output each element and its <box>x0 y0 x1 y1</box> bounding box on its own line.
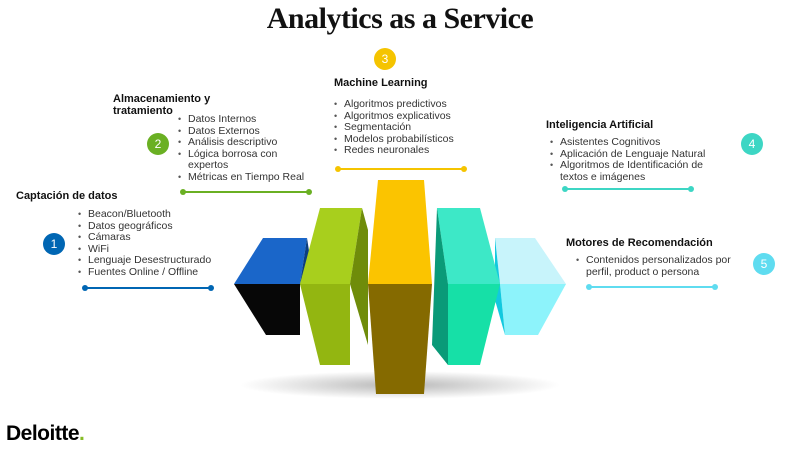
list-item: Aplicación de Lenguaje Natural <box>550 148 731 161</box>
block-2 <box>300 208 368 365</box>
list-item: Lenguaje Desestructurado <box>78 254 246 267</box>
list-item: Beacon/Bluetooth <box>78 208 246 221</box>
list-item: Análisis descriptivo <box>178 136 323 149</box>
list-item: WiFi <box>78 243 246 256</box>
section-bullets: Contenidos personalizados por perfil, pr… <box>576 254 746 278</box>
list-item: Datos Internos <box>178 113 323 126</box>
step-number-4: 4 <box>741 133 763 155</box>
block-5 <box>495 238 566 335</box>
section-underline <box>586 284 718 290</box>
list-item: Redes neuronales <box>334 144 484 157</box>
step-number-1: 1 <box>43 233 65 255</box>
section-title-line: tratamiento <box>113 105 173 117</box>
block-4 <box>432 208 500 365</box>
step-number-3: 3 <box>374 48 396 70</box>
list-item: Métricas en Tiempo Real <box>178 171 323 184</box>
list-item: Datos geográficos <box>78 220 246 233</box>
block-3 <box>368 180 432 394</box>
list-item: Algoritmos predictivos <box>334 98 484 111</box>
list-item: Modelos probabilísticos <box>334 133 484 146</box>
section-bullets: Algoritmos predictivos Algoritmos explic… <box>334 98 484 157</box>
list-item: Asistentes Cognitivos <box>550 136 731 149</box>
section-captacion: Captación de datos Beacon/Bluetooth Dato… <box>16 190 246 278</box>
section-title: Inteligencia Artificial <box>546 119 654 131</box>
section-underline <box>82 285 214 291</box>
step-number-2: 2 <box>147 133 169 155</box>
section-almacenamiento: Almacenamiento y tratamiento <box>113 93 323 117</box>
section-machine-learning: Machine Learning Algoritmos predictivos … <box>334 77 484 157</box>
list-item: Lógica borrosa con expertos <box>178 148 298 172</box>
section-bullets: Datos Internos Datos Externos Análisis d… <box>178 113 323 184</box>
list-item: Datos Externos <box>178 125 323 138</box>
list-item: Algoritmos de Identificación de textos e… <box>550 159 725 183</box>
section-underline <box>335 166 467 172</box>
section-underline <box>562 186 694 192</box>
section-title: Motores de Recomendación <box>566 237 713 249</box>
list-item: Contenidos personalizados por perfil, pr… <box>576 254 746 278</box>
page-title: Analytics as a Service <box>266 2 534 35</box>
section-motores-recomendacion: Motores de Recomendación Contenidos pers… <box>566 237 746 278</box>
section-bullets: Asistentes Cognitivos Aplicación de Leng… <box>550 136 731 183</box>
brand-name: Deloitte <box>6 422 80 445</box>
list-item: Algoritmos explicativos <box>334 110 484 123</box>
section-bullets: Beacon/Bluetooth Datos geográficos Cámar… <box>78 208 246 279</box>
section-inteligencia-artificial: Inteligencia Artificial Asistentes Cogni… <box>546 119 731 183</box>
section-underline <box>180 189 312 195</box>
list-item: Cámaras <box>78 231 246 244</box>
step-number-5: 5 <box>753 253 775 275</box>
section-title-line: Almacenamiento y <box>113 93 211 105</box>
deloitte-logo: Deloitte. <box>6 422 85 446</box>
section-title: Captación de datos <box>16 190 118 202</box>
list-item: Fuentes Online / Offline <box>78 266 246 279</box>
brand-dot: . <box>79 422 85 445</box>
section-title: Machine Learning <box>334 77 428 89</box>
list-item: Segmentación <box>334 121 484 134</box>
